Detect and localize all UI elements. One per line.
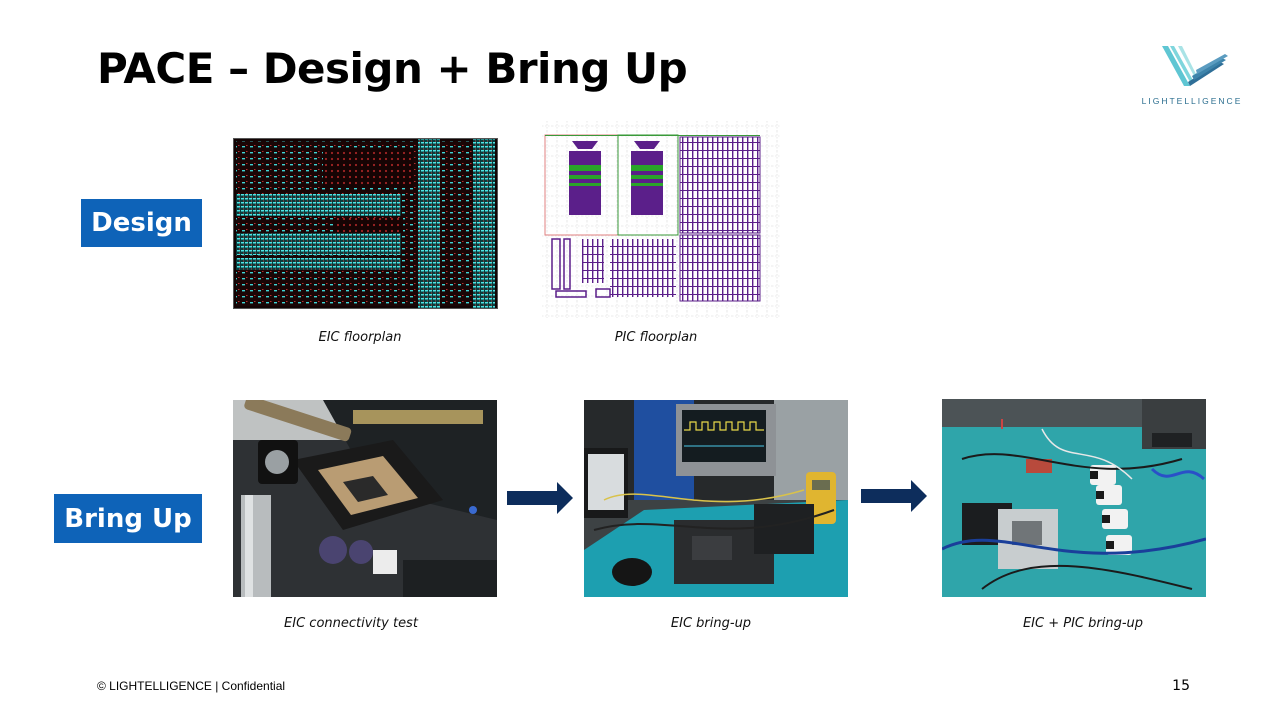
flow-arrow-right-icon	[861, 480, 927, 512]
logo-mark-icon	[1162, 46, 1228, 86]
eic-connectivity-caption: EIC connectivity test	[284, 616, 418, 631]
eic-bringup-photo	[584, 400, 848, 597]
footer-copyright: © LIGHTELLIGENCE | Confidential	[97, 679, 286, 693]
eic-floorplan-caption: EIC floorplan	[318, 330, 402, 345]
eic-connectivity-test-photo	[233, 400, 497, 597]
eic-pic-bringup-caption: EIC + PIC bring-up	[1022, 616, 1144, 631]
eic-floorplan-image	[233, 138, 498, 309]
slide-title: PACE – Design + Bring Up	[97, 44, 688, 93]
logo-wordmark: LIGHTELLIGENCE	[1141, 96, 1243, 106]
page-number: 15	[1172, 678, 1190, 694]
company-logo: LIGHTELLIGENCE	[1140, 42, 1244, 108]
bringup-section-label: Bring Up	[54, 494, 202, 543]
pic-floorplan-caption: PIC floorplan	[614, 330, 698, 345]
eic-pic-bringup-photo	[942, 399, 1206, 597]
flow-arrow-right-icon	[507, 482, 573, 514]
design-section-label: Design	[81, 199, 202, 247]
eic-bringup-caption: EIC bring-up	[670, 616, 752, 631]
pic-floorplan-image	[542, 121, 780, 318]
